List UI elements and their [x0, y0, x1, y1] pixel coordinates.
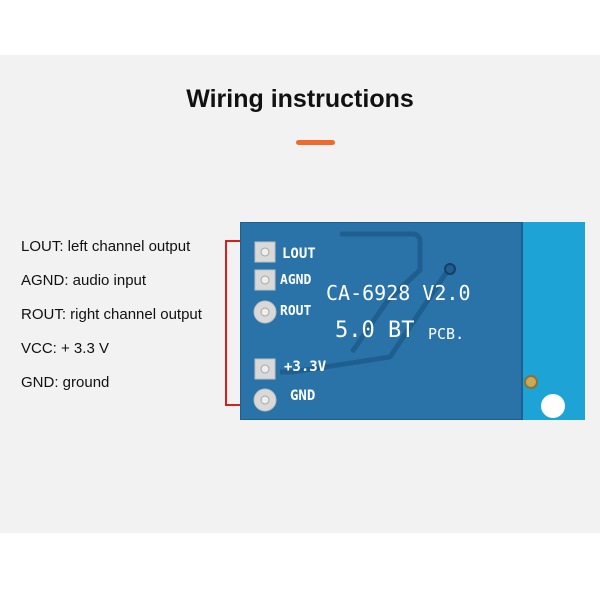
- pin-hole: [260, 275, 270, 285]
- pin-description-lout: LOUT: left channel output: [21, 238, 191, 255]
- component-pad: [524, 375, 538, 389]
- pin-description-agnd: AGND: audio input: [21, 272, 147, 289]
- via: [444, 263, 456, 275]
- pcb-trace: [340, 231, 423, 354]
- board-pcb-text: PCB.: [428, 325, 464, 343]
- pin-hole: [260, 307, 270, 317]
- silk-label-gnd: GND: [290, 388, 315, 404]
- mounting-hole: [541, 394, 565, 418]
- board-bt-text: 5.0 BT: [335, 318, 414, 343]
- silk-label-rout: ROUT: [280, 304, 311, 319]
- page-title: Wiring instructions: [186, 85, 414, 113]
- pin-hole: [260, 364, 270, 374]
- pin-bracket: [225, 240, 247, 406]
- silk-label-vcc: +3.3V: [284, 359, 327, 375]
- pcb-edge: [240, 222, 523, 420]
- title-accent-bar: [296, 140, 335, 145]
- pin-hole: [260, 247, 270, 257]
- silk-label-agnd: AGND: [280, 273, 311, 288]
- bluetooth-module-board: LOUT AGND ROUT +3.3V GND CA-6928 V2.0 5.…: [240, 222, 585, 420]
- pin-description-gnd: GND: ground: [21, 374, 110, 391]
- pin-hole: [260, 395, 270, 405]
- silk-label-lout: LOUT: [282, 246, 316, 262]
- board-model-text: CA-6928 V2.0: [326, 281, 471, 305]
- pin-description-rout: ROUT: right channel output: [21, 306, 202, 323]
- pin-description-list: LOUT: left channel output AGND: audio in…: [21, 236, 202, 406]
- pin-description-vcc: VCC: + 3.3 V: [21, 340, 109, 357]
- pcb-body: [240, 222, 522, 420]
- pcb-trace: [280, 265, 453, 375]
